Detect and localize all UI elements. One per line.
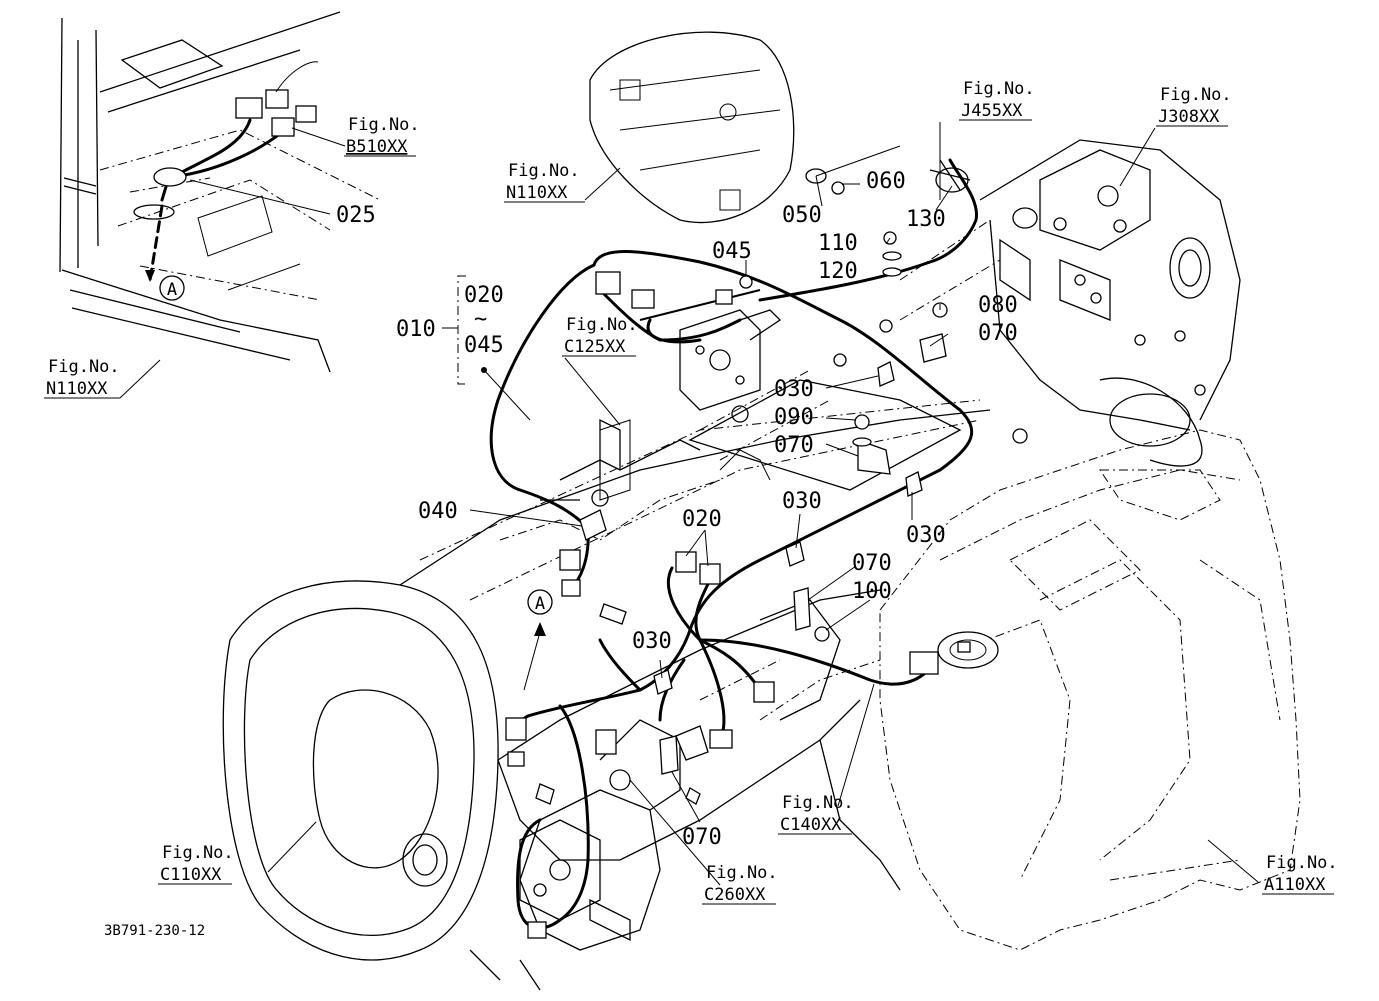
view-arrow	[145, 270, 155, 282]
inset-floor-panel	[59, 11, 381, 373]
valve-controller	[599, 309, 782, 501]
part-label-090: 090	[774, 405, 814, 430]
fig-ref-a110-code: A110XX	[1264, 875, 1326, 895]
fig-ref-n110-main-code: N110XX	[506, 183, 568, 203]
fuel-tank	[879, 429, 1301, 951]
part-label-060: 060	[866, 169, 906, 194]
group-label-tilde: ~	[474, 307, 487, 332]
fig-ref-n110-inset-code: N110XX	[46, 379, 108, 399]
group-label-010: 010	[396, 317, 436, 342]
fig-ref-c260-prefix: Fig.No.	[706, 863, 778, 883]
part-label-030-a: 030	[774, 377, 814, 402]
drawing-code: 3B791-230-12	[104, 923, 205, 939]
fig-ref-j455: Fig.No. J455XX	[959, 79, 1035, 121]
view-marker-inset: A	[159, 275, 185, 301]
fig-ref-b510: Fig.No. B510XX	[344, 115, 420, 157]
fig-ref-c140-code: C140XX	[780, 815, 842, 835]
part-label-020: 020	[682, 507, 722, 532]
part-label-030-b: 030	[782, 489, 822, 514]
part-label-120: 120	[818, 259, 858, 284]
part-label-110: 110	[818, 231, 858, 256]
grommet	[153, 167, 187, 187]
fig-ref-b510-prefix: Fig.No.	[348, 115, 420, 135]
fig-ref-j455-prefix: Fig.No.	[963, 79, 1035, 99]
part-label-080: 080	[978, 293, 1018, 318]
wiring-harness	[489, 158, 978, 930]
fig-ref-c140-prefix: Fig.No.	[782, 793, 854, 813]
view-marker-label-main: A	[535, 594, 545, 614]
fig-ref-c125: Fig.No. C125XX	[562, 315, 638, 357]
inset-harness	[145, 61, 319, 282]
part-label-070-d: 070	[682, 825, 722, 850]
fig-ref-n110-inset-prefix: Fig.No.	[48, 357, 120, 377]
fig-ref-b510-code: B510XX	[346, 137, 408, 157]
fig-ref-a110-prefix: Fig.No.	[1266, 853, 1338, 873]
leader-lines	[119, 122, 1259, 886]
fig-ref-j308-code: J308XX	[1158, 107, 1220, 127]
fig-ref-c260: Fig.No. C260XX	[702, 863, 778, 905]
fig-ref-c110-prefix: Fig.No.	[162, 843, 234, 863]
view-marker-label-inset: A	[167, 280, 177, 300]
part-label-070-b: 070	[774, 433, 814, 458]
view-marker-main: A	[527, 589, 553, 615]
group-label-020: 020	[464, 283, 504, 308]
fig-ref-j308-prefix: Fig.No.	[1160, 85, 1232, 105]
part-label-045: 045	[712, 239, 752, 264]
part-label-030-d: 030	[632, 629, 672, 654]
fig-ref-c260-code: C260XX	[704, 885, 766, 905]
part-labels: 025 060 050 130 110 120 045 080 070 030 …	[336, 169, 1018, 850]
rear-axle-housing	[899, 139, 1241, 467]
inset-connector	[235, 97, 263, 119]
part-label-025: 025	[336, 203, 376, 228]
part-label-030-c: 030	[906, 523, 946, 548]
fig-ref-n110-main: Fig.No. N110XX	[504, 161, 585, 203]
transmission-case	[222, 319, 991, 991]
fig-ref-n110-inset: Fig.No. N110XX	[44, 357, 120, 399]
group-bracket	[442, 275, 531, 421]
harness-connectors	[505, 145, 971, 939]
upper-bracket-inset	[589, 31, 795, 224]
part-label-040: 040	[418, 499, 458, 524]
group-label-045: 045	[464, 333, 504, 358]
fig-ref-n110-main-prefix: Fig.No.	[508, 161, 580, 181]
fig-ref-c110-code: C110XX	[160, 865, 222, 885]
fig-ref-c125-code: C125XX	[564, 337, 626, 357]
part-label-050: 050	[782, 203, 822, 228]
fig-ref-a110: Fig.No. A110XX	[1262, 853, 1338, 895]
part-label-070-c: 070	[852, 551, 892, 576]
fig-ref-c125-prefix: Fig.No.	[566, 315, 638, 335]
fig-ref-c110: Fig.No. C110XX	[158, 843, 234, 885]
fig-ref-j308: Fig.No. J308XX	[1156, 85, 1232, 127]
fig-ref-c140: Fig.No. C140XX	[778, 793, 854, 835]
fig-ref-j455-code: J455XX	[961, 101, 1023, 121]
part-label-100: 100	[852, 579, 892, 604]
part-label-130: 130	[906, 207, 946, 232]
part-label-070-a: 070	[978, 321, 1018, 346]
